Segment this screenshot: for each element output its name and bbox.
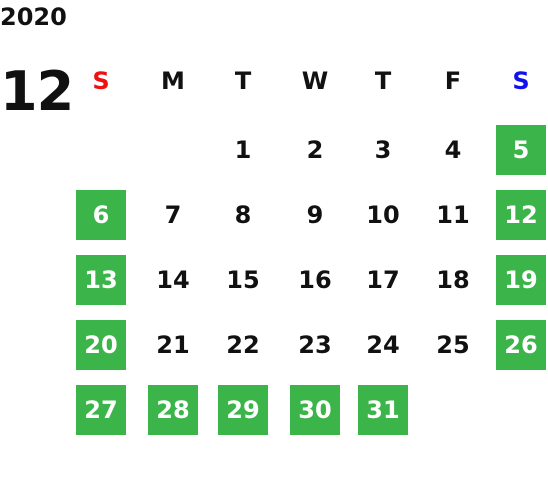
calendar-day[interactable]: 30 — [290, 385, 340, 435]
calendar-day[interactable]: 12 — [496, 190, 546, 240]
calendar-day[interactable]: 26 — [496, 320, 546, 370]
calendar-day[interactable]: 29 — [218, 385, 268, 435]
calendar-day[interactable]: 23 — [298, 331, 332, 359]
year-label: 2020 — [0, 3, 67, 31]
calendar-day[interactable]: 18 — [436, 266, 470, 294]
weekday-tuesday: T — [234, 67, 252, 95]
weekday-friday: F — [444, 67, 462, 95]
calendar-day[interactable]: 7 — [164, 201, 182, 229]
weekday-wednesday: W — [301, 67, 329, 95]
weekday-thursday: T — [374, 67, 392, 95]
calendar-day[interactable]: 1 — [234, 136, 252, 164]
calendar-day[interactable]: 10 — [366, 201, 400, 229]
calendar-day[interactable]: 13 — [76, 255, 126, 305]
calendar-day[interactable]: 9 — [306, 201, 324, 229]
calendar-day[interactable]: 6 — [76, 190, 126, 240]
calendar-day[interactable]: 21 — [156, 331, 190, 359]
calendar-day[interactable]: 16 — [298, 266, 332, 294]
calendar-day[interactable]: 24 — [366, 331, 400, 359]
month-number: 12 — [0, 60, 74, 123]
calendar-day[interactable]: 31 — [358, 385, 408, 435]
weekday-sunday: S — [92, 67, 110, 95]
calendar-day[interactable]: 14 — [156, 266, 190, 294]
calendar-day[interactable]: 19 — [496, 255, 546, 305]
calendar-day[interactable]: 3 — [374, 136, 392, 164]
calendar-day[interactable]: 11 — [436, 201, 470, 229]
calendar-day[interactable]: 15 — [226, 266, 260, 294]
calendar-day[interactable]: 17 — [366, 266, 400, 294]
weekday-monday: M — [161, 67, 185, 95]
calendar-day[interactable]: 5 — [496, 125, 546, 175]
calendar-day[interactable]: 8 — [234, 201, 252, 229]
calendar-day[interactable]: 25 — [436, 331, 470, 359]
calendar-day[interactable]: 4 — [444, 136, 462, 164]
calendar-day[interactable]: 20 — [76, 320, 126, 370]
weekday-saturday: S — [512, 67, 530, 95]
calendar-day[interactable]: 28 — [148, 385, 198, 435]
calendar-day[interactable]: 27 — [76, 385, 126, 435]
calendar-day[interactable]: 2 — [306, 136, 324, 164]
calendar-day[interactable]: 22 — [226, 331, 260, 359]
